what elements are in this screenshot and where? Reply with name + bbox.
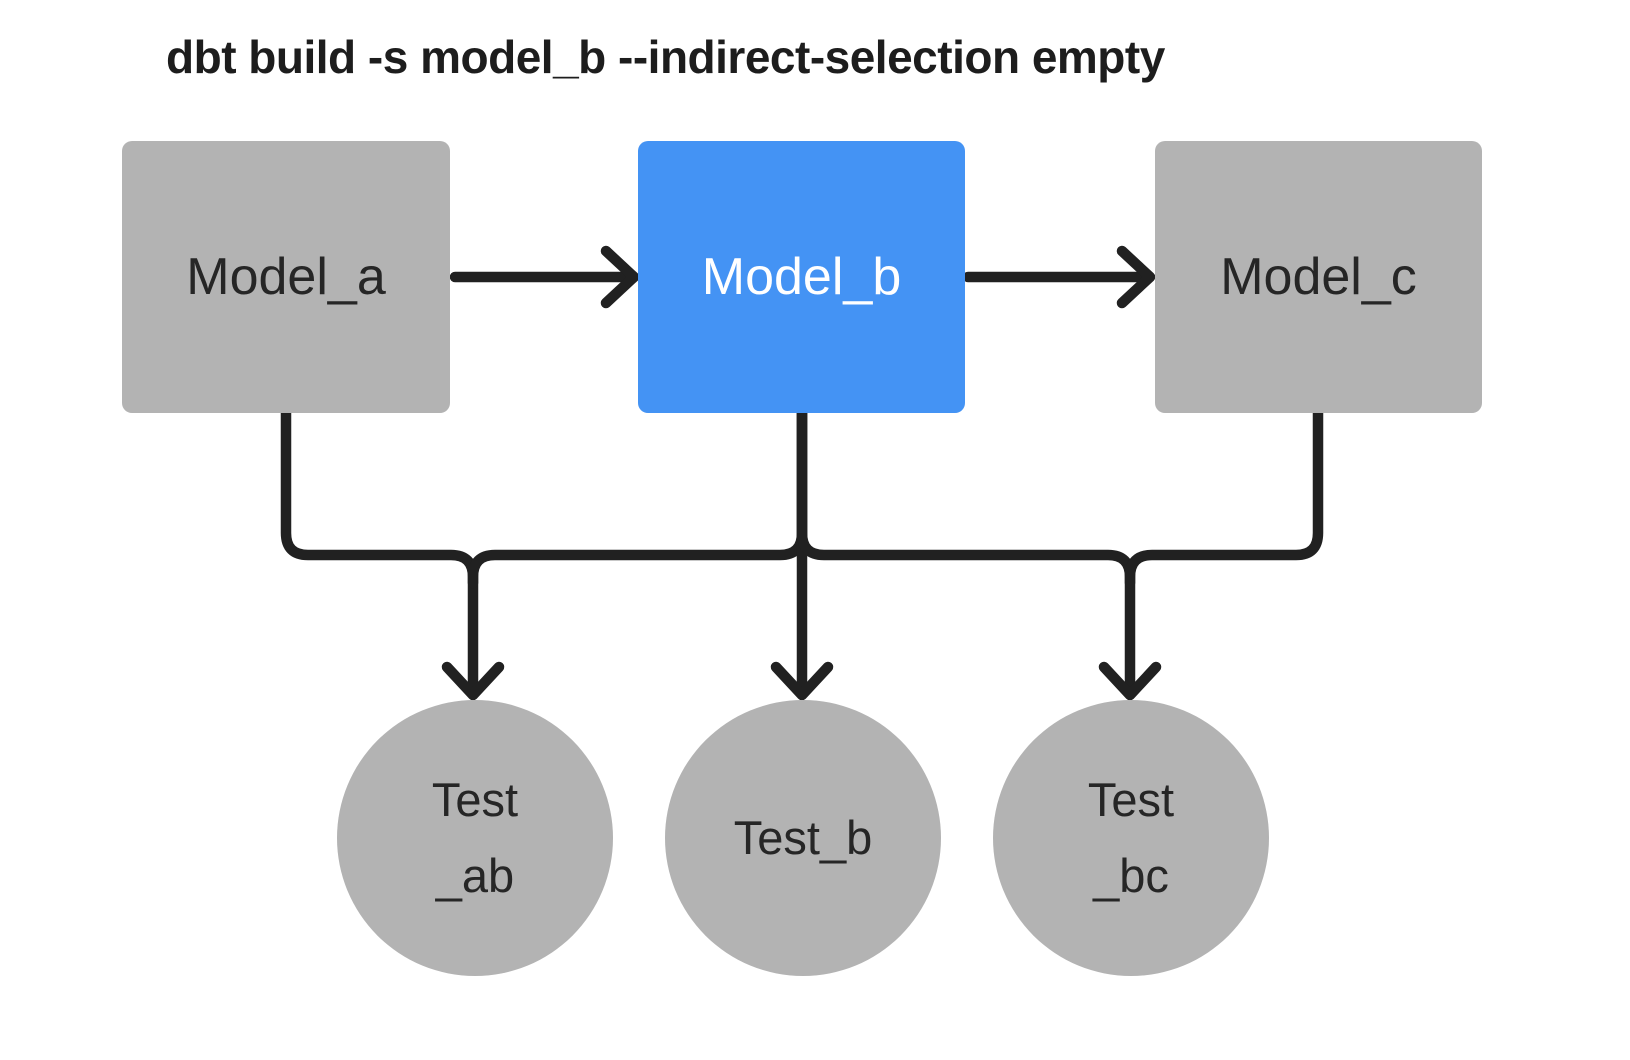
arrowhead-model-b-icon xyxy=(600,245,640,309)
node-model-a-label: Model_a xyxy=(186,248,386,306)
node-model-b-label: Model_b xyxy=(701,248,902,306)
edge-model-b-to-test-ab xyxy=(467,398,808,589)
node-model-c-label: Model_c xyxy=(1220,248,1417,306)
arrowhead-test-ab-icon xyxy=(441,661,505,701)
arrowhead-model-c-icon xyxy=(1116,245,1156,309)
node-model-b: Model_b xyxy=(638,141,965,413)
node-test-ab-label-line2: _ab xyxy=(435,849,515,902)
node-model-a: Model_a xyxy=(122,141,450,413)
node-model-c: Model_c xyxy=(1155,141,1482,413)
node-test-b-label: Test_b xyxy=(733,810,873,864)
node-test-bc-label-line2: _bc xyxy=(1093,849,1169,902)
edge-model-b-to-test-bc xyxy=(796,398,1136,695)
arrowhead-test-b-icon xyxy=(770,661,834,701)
arrowhead-test-bc-icon xyxy=(1098,661,1162,701)
node-test-bc-label-line1: Test xyxy=(1087,772,1175,826)
node-test-ab-label-line1: Test xyxy=(431,772,519,826)
node-test-bc: Test _bc xyxy=(993,700,1269,976)
node-test-b: Test_b xyxy=(665,700,941,976)
node-test-ab: Test _ab xyxy=(337,700,613,976)
diagram-title: dbt build -s model_b --indirect-selectio… xyxy=(166,31,1165,83)
edge-model-a-to-test-ab xyxy=(280,402,479,695)
edge-model-c-to-test-bc xyxy=(1124,402,1324,589)
